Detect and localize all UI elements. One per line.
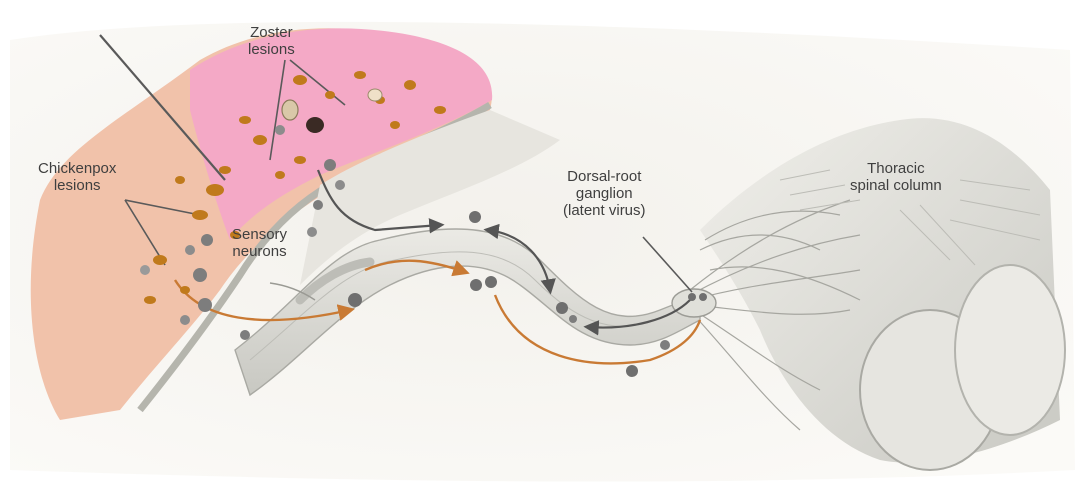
virus-particle-icon: [626, 365, 638, 377]
dorsal-label-line-3: (latent virus): [563, 202, 646, 219]
lesion-icon: [144, 296, 156, 304]
zoster-lesion-blister: [282, 100, 298, 120]
lesion-icon: [192, 210, 208, 220]
virus-particle-icon: [469, 211, 481, 223]
lesion-icon: [180, 286, 190, 294]
chickenpox-label-line-1: Chickenpox: [38, 160, 116, 177]
chickenpox-lesions-label: Chickenpox lesions: [38, 160, 116, 194]
virus-particle-icon: [140, 265, 150, 275]
lesion-icon: [354, 71, 366, 79]
dorsal-root-ganglion: [672, 289, 716, 317]
lesion-icon: [293, 75, 307, 85]
virus-particle-icon: [470, 279, 482, 291]
virus-particle-icon: [699, 293, 707, 301]
lesion-icon: [325, 91, 335, 99]
virus-particle-icon: [201, 234, 213, 246]
virus-particle-icon: [185, 245, 195, 255]
zoster-lesions-label: Zoster lesions: [248, 24, 295, 58]
thoracic-label-line-2: spinal column: [850, 177, 942, 194]
virus-particle-icon: [180, 315, 190, 325]
lesion-icon: [404, 80, 416, 90]
dorsal-label-line-2: ganglion: [563, 185, 646, 202]
virus-particle-icon: [348, 293, 362, 307]
zoster-lesion-blister-2: [368, 89, 382, 101]
virus-particle-icon: [240, 330, 250, 340]
virus-particle-icon: [275, 125, 285, 135]
zoster-lesion-dark: [306, 117, 324, 133]
virus-particle-icon: [324, 159, 336, 171]
virus-particle-icon: [688, 293, 696, 301]
virus-particle-icon: [193, 268, 207, 282]
dorsal-label-line-1: Dorsal-root: [563, 168, 646, 185]
zoster-label-line-1: Zoster: [248, 24, 295, 41]
virus-particle-icon: [335, 180, 345, 190]
virus-particle-icon: [313, 200, 323, 210]
virus-particle-icon: [307, 227, 317, 237]
lesion-icon: [275, 171, 285, 179]
vertebra-disc-2: [955, 265, 1065, 435]
lesion-icon: [390, 121, 400, 129]
thoracic-label-line-1: Thoracic: [850, 160, 942, 177]
lesion-icon: [153, 255, 167, 265]
thoracic-spinal-column-label: Thoracic spinal column: [850, 160, 942, 194]
sensory-neurons-label: Sensory neurons: [232, 226, 287, 260]
dorsal-root-ganglion-label: Dorsal-root ganglion (latent virus): [563, 168, 646, 219]
virus-particle-icon: [485, 276, 497, 288]
lesion-icon: [206, 184, 224, 196]
virus-particle-icon: [569, 315, 577, 323]
lesion-icon: [175, 176, 185, 184]
lesion-icon: [239, 116, 251, 124]
sensory-label-line-1: Sensory: [232, 226, 287, 243]
lesion-icon: [294, 156, 306, 164]
virus-particle-icon: [660, 340, 670, 350]
virus-particle-icon: [556, 302, 568, 314]
sensory-label-line-2: neurons: [232, 243, 287, 260]
lesion-icon: [219, 166, 231, 174]
chickenpox-label-line-2: lesions: [38, 177, 116, 194]
zoster-label-line-2: lesions: [248, 41, 295, 58]
virus-particle-icon: [198, 298, 212, 312]
lesion-icon: [434, 106, 446, 114]
lesion-icon: [253, 135, 267, 145]
